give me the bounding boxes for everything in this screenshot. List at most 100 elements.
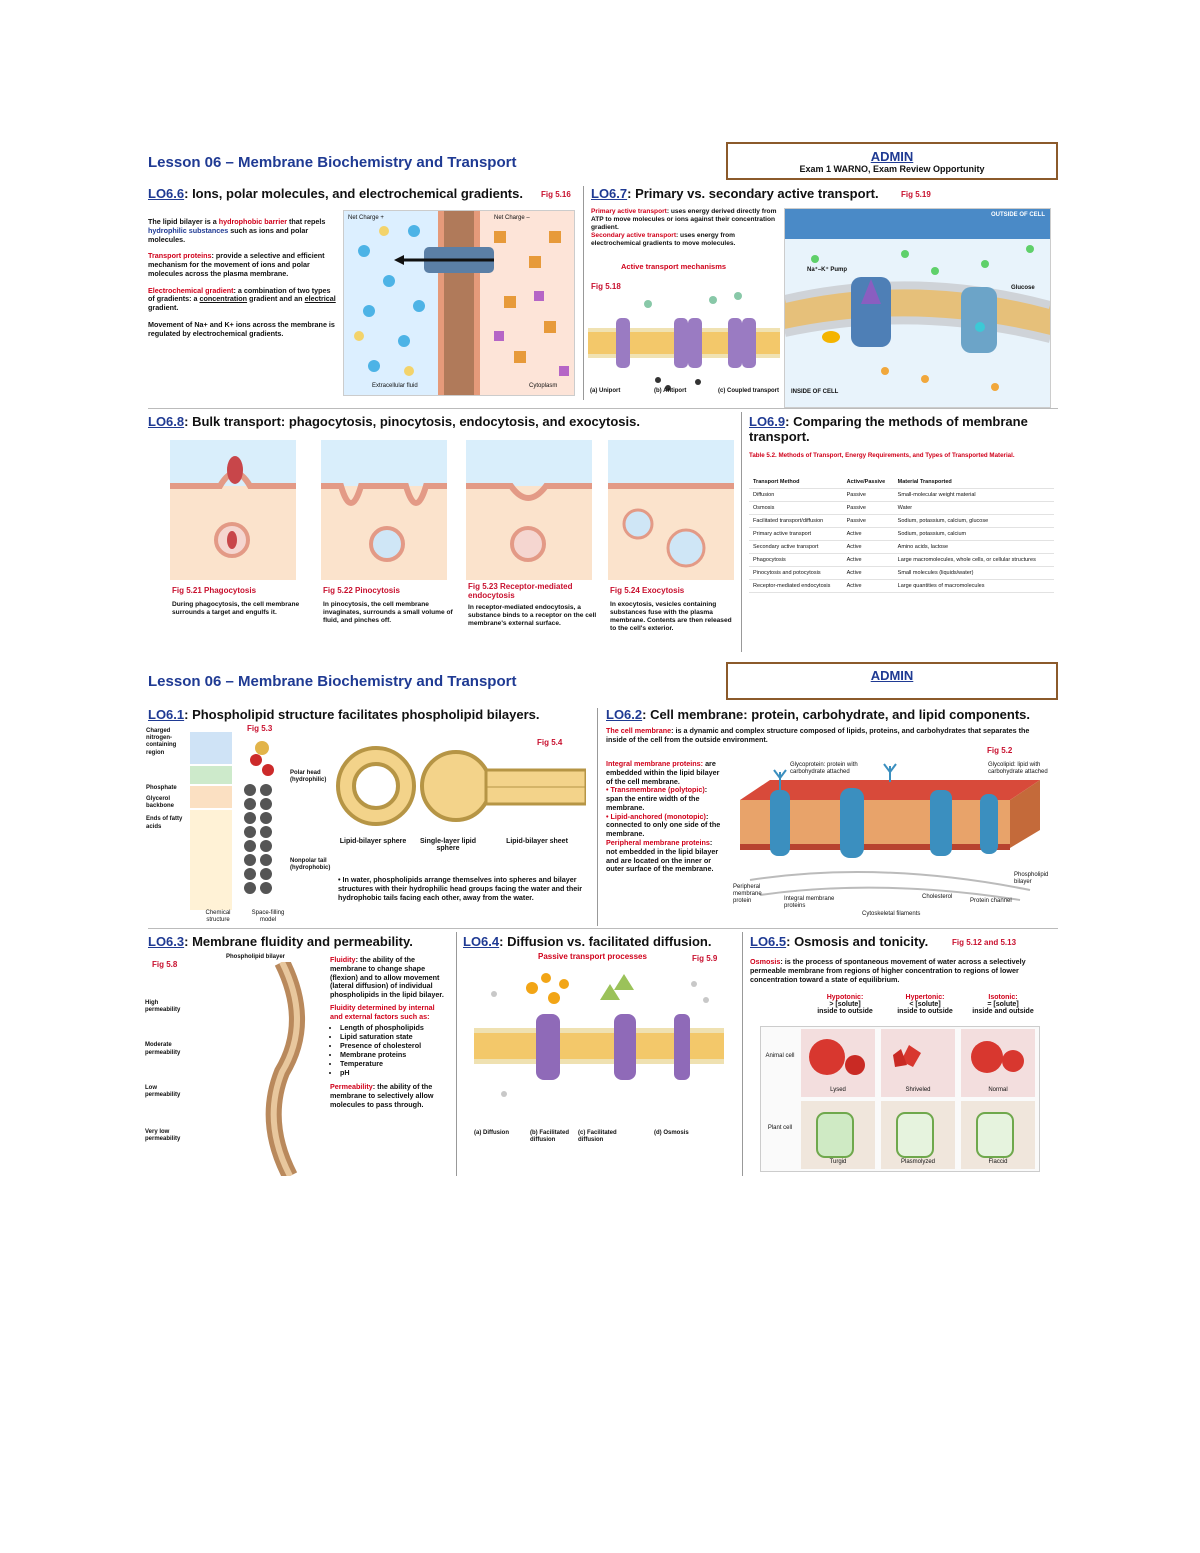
normal-label: Normal: [988, 1087, 1008, 1093]
lo68-heading: LO6.8: Bulk transport: phagocytosis, pin…: [148, 414, 640, 429]
plasmolyzed-label: Plasmolyzed: [900, 1159, 935, 1165]
phospholipid-bilayer-label: Phospholipid bilayer: [1014, 872, 1049, 886]
admin-title: ADMIN: [870, 149, 914, 164]
lo64-title: : Diffusion vs. facilitated diffusion.: [499, 934, 712, 949]
lipid-structures-figure: [336, 738, 588, 834]
divider: [456, 932, 457, 1176]
lo66-fig: Fig 5.16: [541, 190, 571, 199]
lo67-fig: Fig 5.19: [901, 190, 931, 199]
coupled-label: (c) Coupled transport: [718, 388, 779, 394]
fig-5-12-5-13: Fig 5.12 and 5.13: [952, 938, 1017, 947]
lysed-label: Lysed: [830, 1087, 846, 1093]
phospholipid-structure: [190, 730, 290, 915]
lo67-code[interactable]: LO6.7: [591, 186, 628, 201]
fig-5-18: Fig 5.18: [591, 282, 621, 291]
bilayer-label: Phospholipid bilayer: [226, 954, 286, 960]
divider: [597, 708, 598, 926]
peripheral-label: Peripheral membrane protein: [733, 884, 762, 905]
exocytosis-fig: Fig 5.24 Exocytosis: [610, 586, 685, 595]
fluidity-factors: Length of phospholipids Lipid saturation…: [330, 1023, 448, 1077]
lo66-code[interactable]: LO6.6: [148, 186, 185, 201]
passive-subtitle: Passive transport processes: [538, 952, 647, 961]
single-layer-sphere-label: Single-layer lipid sphere: [419, 838, 476, 852]
glucose-label: Glucose: [1011, 285, 1035, 291]
lo65-text: Osmosis: is the process of spontaneous m…: [750, 957, 1026, 984]
lesson-title-top: Lesson 06 – Membrane Biochemistry and Tr…: [148, 154, 517, 171]
fig-5-8: Fig 5.8: [152, 960, 178, 969]
lo66-title: : Ions, polar molecules, and electrochem…: [184, 186, 523, 201]
glycolipid-label: Glycolipid: lipid with carbohydrate atta…: [988, 762, 1048, 776]
cholesterol-label: Cholesterol: [922, 894, 953, 900]
lo69-heading: LO6.9: Comparing the methods of membrane…: [749, 414, 1054, 444]
section-divider: [148, 408, 1058, 409]
lo62-title: : Cell membrane: protein, carbohydrate, …: [642, 707, 1031, 722]
bulk-panel-1: Fig 5.21 Phagocytosis During phagocytosi…: [172, 586, 302, 617]
lo61-heading: LO6.1: Phospholipid structure facilitate…: [148, 707, 540, 722]
lo62-text: Integral membrane proteins: are embedded…: [606, 759, 721, 874]
lo65-code[interactable]: LO6.5: [750, 934, 787, 949]
animal-cell-label: Animal cell: [765, 1053, 795, 1059]
lo64-code[interactable]: LO6.4: [463, 934, 500, 949]
passive-transport-figure: [474, 964, 724, 1126]
lo63-title: : Membrane fluidity and permeability.: [184, 934, 413, 949]
divider: [583, 186, 584, 400]
lo62-code[interactable]: LO6.2: [606, 707, 643, 722]
fig-5-2: Fig 5.2: [987, 746, 1013, 755]
table-caption: Table 5.2. Methods of Transport, Energy …: [749, 452, 1015, 459]
lo63-code[interactable]: LO6.3: [148, 934, 185, 949]
permeability-labels: High permeability Moderate permeability …: [145, 1000, 181, 1143]
shriveled-label: Shriveled: [905, 1087, 931, 1093]
lo64-heading: LO6.4: Diffusion vs. facilitated diffusi…: [463, 934, 711, 949]
phospholipid-labels: Charged nitrogen-containing region Phosp…: [146, 728, 183, 830]
plant-cell-label: Plant cell: [767, 1125, 793, 1131]
lo61-title: : Phospholipid structure facilitates pho…: [184, 707, 540, 722]
receptor-endocytosis-figure: [466, 440, 592, 580]
uniport-label: (a) Uniport: [590, 388, 621, 394]
flaccid-label: Flaccid: [988, 1159, 1008, 1165]
section-divider: [148, 928, 1058, 929]
cytoskeletal-label: Cytoskeletal filaments: [862, 911, 921, 917]
lo66-text: The lipid bilayer is a hydrophobic barri…: [148, 217, 336, 338]
mech-title: Active transport mechanisms: [621, 262, 727, 271]
tonicity-figure: Animal cell Plant cell Lysed Shriveled N…: [760, 1026, 1040, 1172]
lo65-heading: LO6.5: Osmosis and tonicity.: [750, 934, 928, 949]
lo68-code[interactable]: LO6.8: [148, 414, 185, 429]
admin-title: ADMIN: [870, 668, 914, 683]
pinocytosis-figure: [321, 440, 447, 580]
active-transport-figure: (a) Uniport (b) Antiport (c) Coupled tra…: [588, 290, 780, 398]
lo69-code[interactable]: LO6.9: [749, 414, 786, 429]
lo62-heading: LO6.2: Cell membrane: protein, carbohydr…: [606, 707, 1030, 722]
divider: [742, 932, 743, 1176]
space-filling-label: Space-filling model: [251, 910, 285, 924]
receptor-fig: Fig 5.23 Receptor-mediated endocytosis: [468, 582, 573, 600]
cytoplasm-label: Cytoplasm: [529, 383, 558, 389]
lo68-title: : Bulk transport: phagocytosis, pinocyto…: [184, 414, 640, 429]
admin-subtitle: Exam 1 WARNO, Exam Review Opportunity: [799, 164, 985, 174]
ion-gradient-figure: Net Charge + Net Charge – Extracellular …: [343, 210, 575, 396]
net-charge-minus: Net Charge –: [494, 215, 530, 221]
integral-label: Integral membrane proteins: [784, 896, 835, 910]
net-charge-plus: Net Charge +: [348, 215, 384, 221]
hypotonic-col: Hypotonic: > [solute] inside to outside: [817, 994, 873, 1015]
isotonic-col: Isotonic: = [solute] inside and outside: [972, 994, 1034, 1015]
hypertonic-col: Hypertonic: < [solute] inside to outside: [897, 994, 953, 1015]
ion-gradient-illustration: [344, 211, 574, 395]
lo62-intro: The cell membrane: is a dynamic and comp…: [606, 726, 1030, 744]
lo67-text: Primary active transport: uses energy de…: [591, 208, 777, 248]
glycoprotein-label: Glycoprotein: protein with carbohydrate …: [790, 762, 858, 776]
lipid-note: • In water, phospholipids arrange themse…: [338, 875, 583, 902]
outside-cell-label: OUTSIDE OF CELL: [991, 212, 1045, 218]
lo61-code[interactable]: LO6.1: [148, 707, 185, 722]
lo66-heading: LO6.6: Ions, polar molecules, and electr…: [148, 186, 523, 201]
admin-box-bottom: ADMIN: [726, 662, 1058, 700]
antiport-label: (b) Antiport: [654, 388, 687, 394]
bulk-panel-3: Fig 5.23 Receptor-mediated endocytosis I…: [468, 582, 597, 628]
lipid-bilayer-sheet-label: Lipid-bilayer sheet: [506, 838, 568, 845]
extracellular-label: Extracellular fluid: [372, 383, 418, 389]
